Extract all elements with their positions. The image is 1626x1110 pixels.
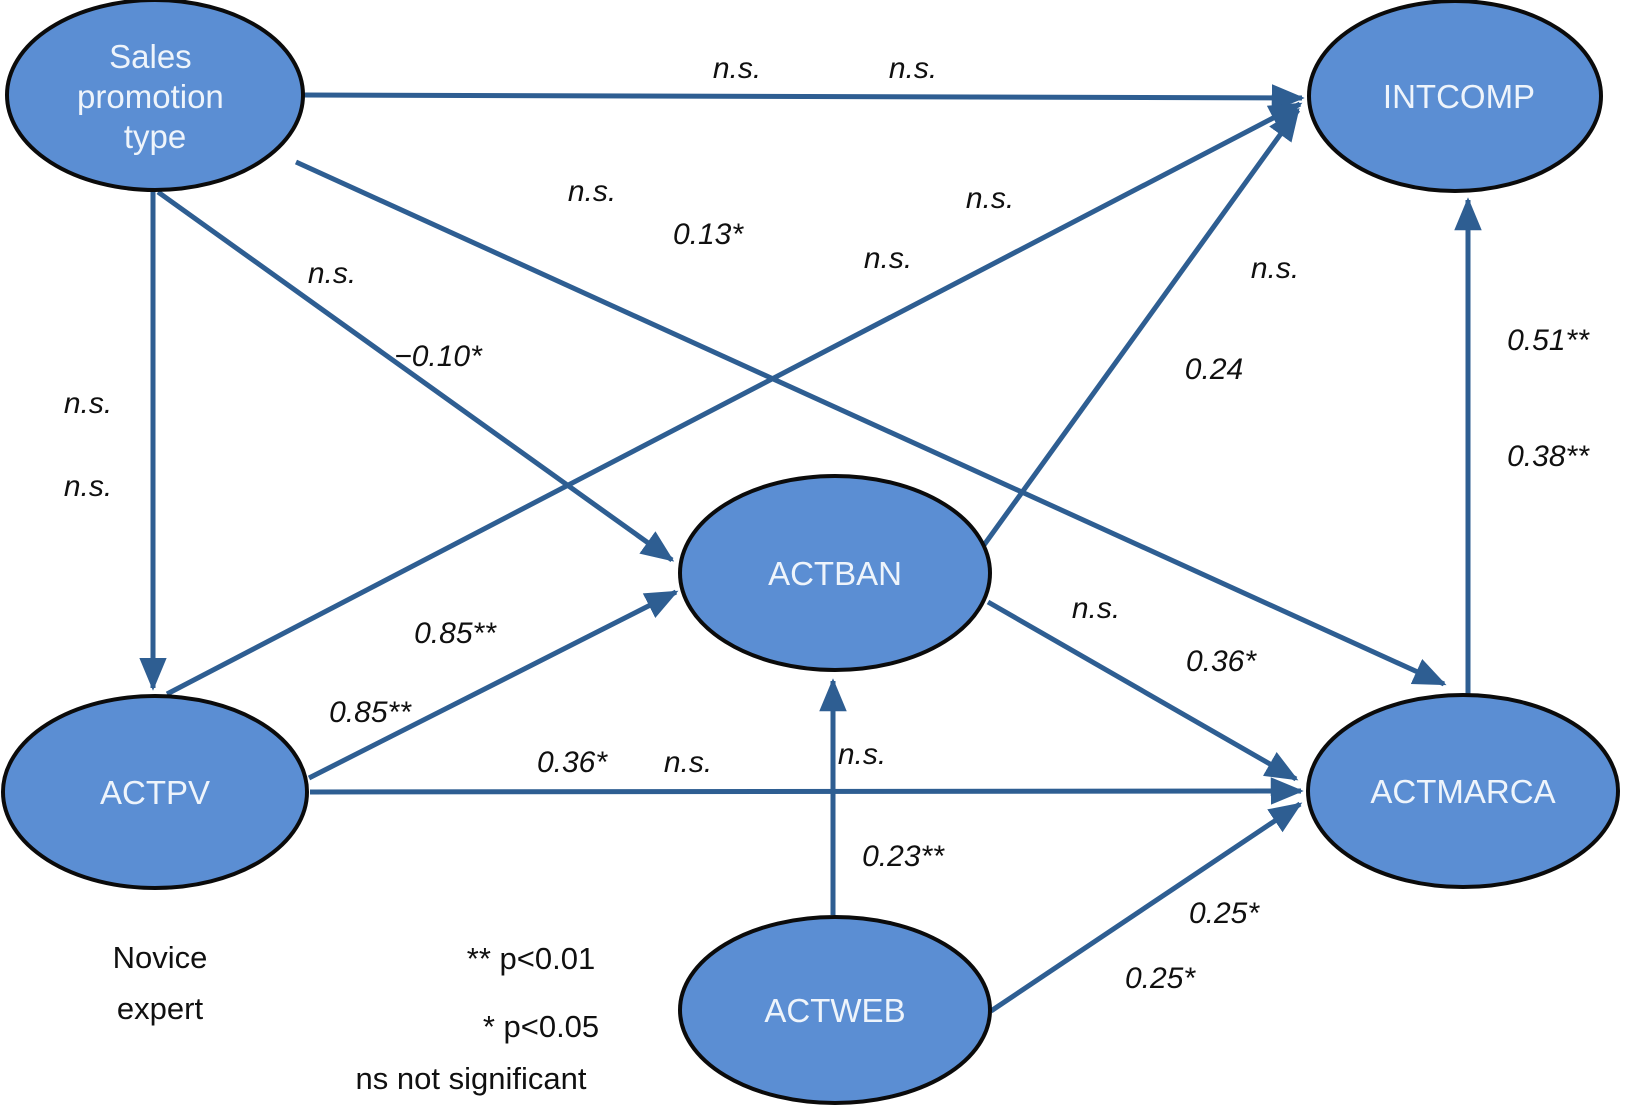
node-intcomp: INTCOMP [1307,0,1603,193]
legend-item-ns: ns not significant [356,1061,587,1096]
edge-label-actban-intcomp-novice: n.s. [1251,252,1299,285]
edge-label-actpv-actmarca-expert: n.s. [664,746,712,779]
legend-item-p001: ** p<0.01 [467,941,595,976]
edge-actpv-to-actban [307,589,679,781]
edge-actban-to-actmarca [986,599,1299,782]
edge-label-actpv-actmarca-novice: 0.36* [537,746,608,779]
edge-label-actpv-intcomp-expert: n.s. [966,182,1014,215]
legend-item-p005: * p<0.05 [483,1009,599,1044]
edge-label-actban-actmarca-novice: n.s. [1072,592,1120,625]
edge-label-actpv-intcomp-novice: n.s. [864,242,912,275]
edge-label-actpv-actban-novice: 0.85** [414,617,497,650]
edge-label-actweb-actmarca-expert: 0.25* [1125,962,1196,995]
node-sales-promotion-type: Sales promotion type [5,0,305,192]
edge-label-actmarca-intcomp-novice: 0.51** [1507,324,1590,357]
edge-label-sp-actmarca-novice: n.s. [568,175,616,208]
edge-sales-promotion-to-actmarca [294,159,1447,687]
edges [139,84,1482,1014]
node-actweb-ellipse [678,915,992,1105]
node-actweb-label: ACTWEB [764,992,905,1029]
node-actmarca-ellipse [1306,693,1620,889]
edge-label-sp-actmarca-expert: 0.13* [673,218,744,251]
edge-actban-to-intcomp [981,107,1301,547]
edge-label-actban-intcomp-expert: 0.24 [1185,353,1243,386]
edge-actpv-to-actmarca [309,777,1304,805]
legend-group-expert: expert [117,991,204,1026]
legend: Novice expert ** p<0.01 * p<0.05 ns not … [113,940,600,1096]
node-actpv-label: ACTPV [100,774,210,811]
edge-label-actweb-actmarca-novice: 0.25* [1189,897,1260,930]
edge-label-sp-intcomp-novice: n.s. [713,52,761,85]
edge-label-sp-actpv-expert: n.s. [64,470,112,503]
edge-labels: n.s. n.s. n.s. 0.13* n.s. n.s. n.s. 0.24… [64,52,1590,995]
edge-actpv-to-intcomp [165,101,1303,697]
node-actpv-ellipse [1,694,309,890]
edge-label-actweb-actban-novice: n.s. [838,738,886,771]
node-sales-promotion-type-ellipse [5,0,305,192]
edge-label-sp-actpv-novice: n.s. [64,387,112,420]
edge-label-sp-actban-novice: n.s. [308,257,356,290]
node-sales-promotion-type-label: Sales promotion type [77,38,233,155]
edge-label-sp-actban-expert: −0.10* [394,340,483,373]
node-actban-label: ACTBAN [768,555,902,592]
edge-actweb-to-actmarca [989,801,1303,1014]
legend-group-novice: Novice [113,940,208,975]
edge-label-actpv-actban-expert: 0.85** [329,696,412,729]
edge-label-actweb-actban-expert: 0.23** [862,840,945,873]
edge-sales-promotion-to-intcomp [302,84,1305,112]
node-actmarca-label: ACTMARCA [1370,773,1555,810]
node-actban-ellipse [678,474,992,672]
edge-label-actban-actmarca-expert: 0.36* [1186,645,1257,678]
edge-label-sp-intcomp-expert: n.s. [889,52,937,85]
node-actmarca: ACTMARCA [1306,693,1620,889]
node-actban: ACTBAN [678,474,992,672]
edge-sales-promotion-to-actban [156,189,675,563]
node-intcomp-label: INTCOMP [1383,78,1535,115]
node-actpv: ACTPV [1,694,309,890]
node-actweb: ACTWEB [678,915,992,1105]
node-intcomp-ellipse [1307,0,1603,193]
edge-label-actmarca-intcomp-expert: 0.38** [1507,440,1590,473]
